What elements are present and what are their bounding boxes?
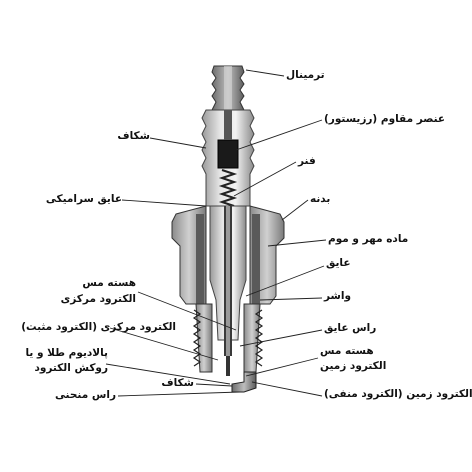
label-copper-core-center-1: هسته مس: [82, 277, 136, 289]
label-sealing-material: ماده مهر و موم: [328, 233, 409, 245]
leader-lines: [105, 69, 327, 397]
label-insulator-tip: راس عایق: [324, 322, 377, 334]
label-body: بدنه: [310, 193, 331, 205]
body-part: [171, 205, 285, 305]
label-ceramic-insulator: عایق سرامیکی: [45, 193, 122, 205]
label-resistor: عنصر مقاوم (رزیستور): [324, 113, 446, 125]
label-copper-core-ground-1: هسته مس: [320, 345, 374, 357]
resistor-part: [217, 110, 239, 169]
label-terminal: ترمینال: [286, 69, 325, 81]
label-washer: واشر: [324, 290, 351, 302]
inner-insulator-part: [209, 205, 247, 356]
label-center-electrode: الکترود مرکزی (الکترود مثبت): [21, 321, 176, 333]
label-gap: شکاف: [161, 377, 194, 389]
label-insulator: عایق: [326, 257, 351, 269]
terminal-part: [211, 65, 245, 111]
label-ground-electrode: الکترود زمین (الکترود منفی): [324, 388, 472, 400]
label-bent-tip: راس منحنی: [54, 389, 116, 401]
spring-part: [218, 169, 238, 207]
label-spring: فنر: [298, 155, 316, 167]
label-copper-core-ground-2: الکترود زمین: [320, 360, 387, 372]
label-plating-2: روکش الکترود: [34, 362, 108, 374]
label-copper-core-center-2: الکترود مرکزی: [60, 293, 136, 305]
label-shell: شکاف: [117, 130, 150, 142]
label-plating-1: پالادیوم طلا و یا: [25, 347, 108, 359]
